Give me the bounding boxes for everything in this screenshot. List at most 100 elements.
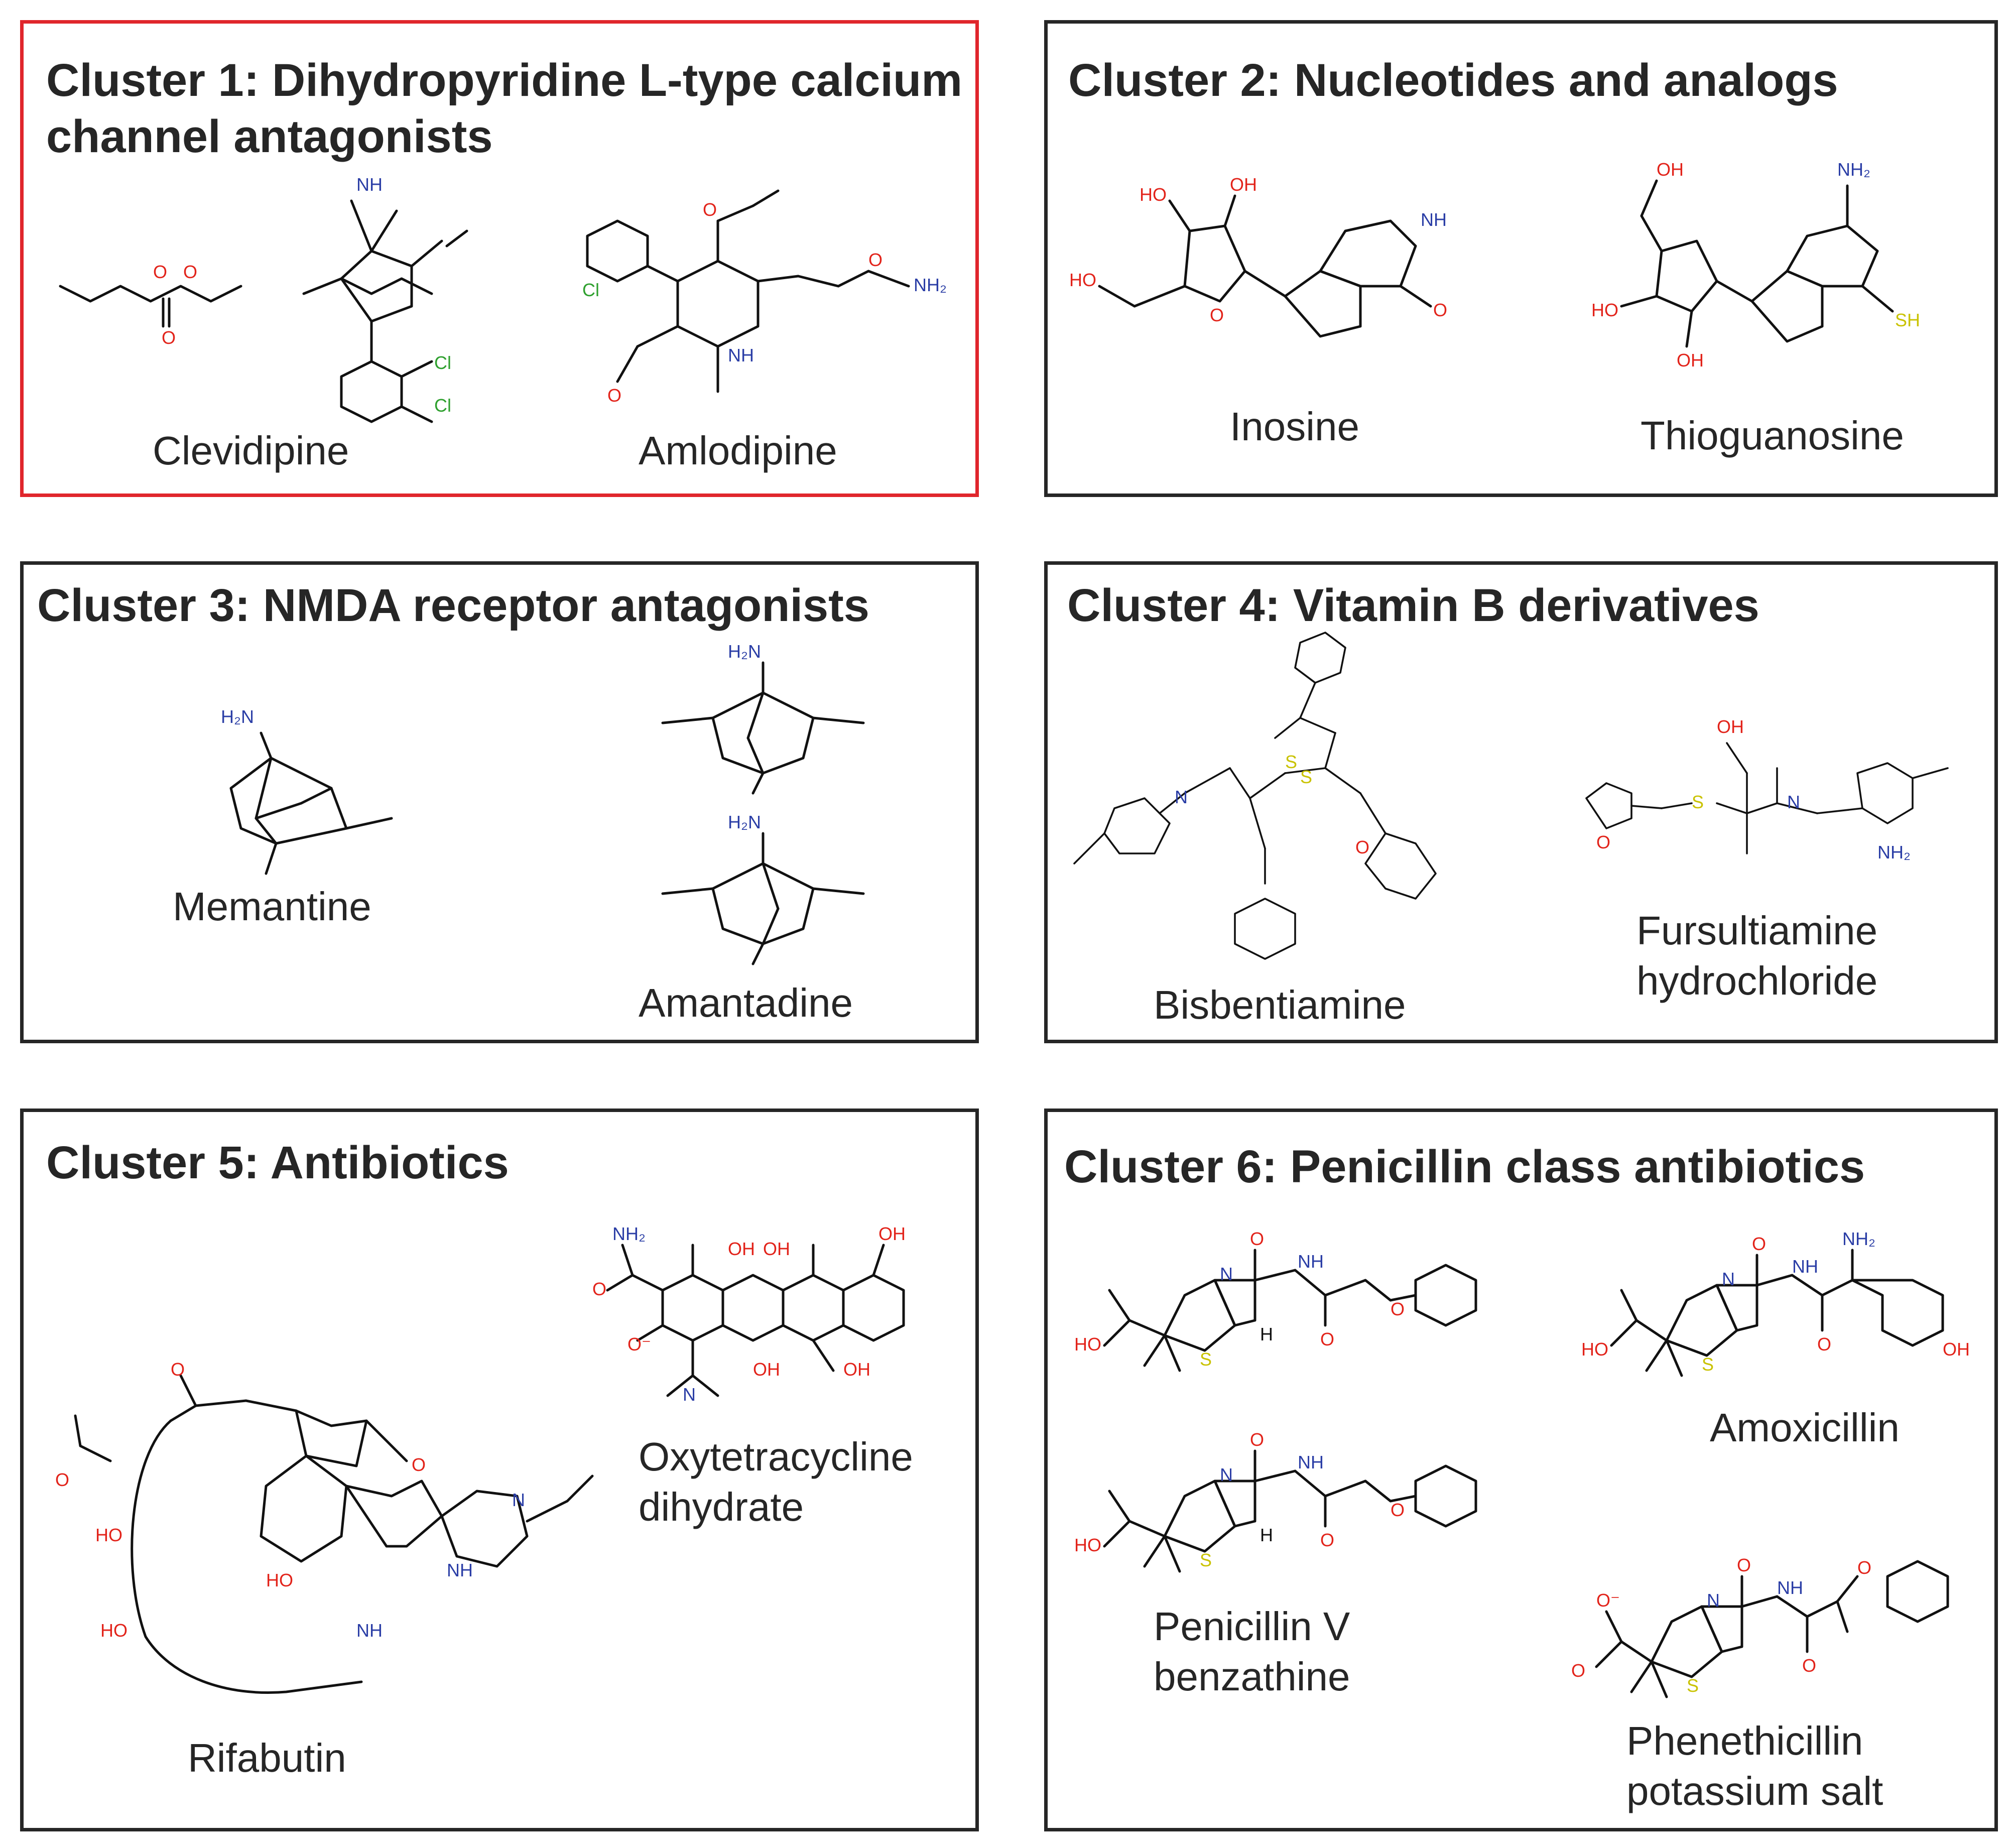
o-atom-label: O bbox=[171, 1359, 185, 1380]
cl-atom-label: Cl bbox=[434, 352, 451, 373]
nh2-atom-label: NH₂ bbox=[1842, 1228, 1875, 1249]
cluster-2-panel bbox=[1044, 20, 1998, 497]
oh-atom-label: OH bbox=[753, 1359, 780, 1380]
compound-name-inosine: Inosine bbox=[1230, 404, 1359, 449]
compound-name-fursultiamine: Fursultiamine hydrochloride bbox=[1636, 908, 1878, 1003]
nh2-atom-label: NH₂ bbox=[914, 275, 947, 295]
nh-atom-label: NH bbox=[356, 174, 383, 195]
compound-name-penicillin-v: Penicillin V benzathine bbox=[1154, 1604, 1350, 1699]
o-atom-label: O bbox=[1737, 1555, 1751, 1575]
n-atom-label: N bbox=[1722, 1269, 1735, 1289]
compound-name-amoxicillin: Amoxicillin bbox=[1710, 1405, 1900, 1450]
oxytetracycline-structure: NH₂ O O⁻ OH OH OH OH OH N bbox=[592, 1223, 906, 1405]
s-atom-label: S bbox=[1300, 767, 1312, 787]
nh-atom-label: NH bbox=[1777, 1577, 1803, 1598]
o-atom-label: O bbox=[1802, 1655, 1816, 1676]
cluster-2-title: Cluster 2: Nucleotides and analogs bbox=[1068, 55, 1838, 106]
inosine-structure: HO OH HO O NH O bbox=[1069, 174, 1447, 338]
cluster-1-title: Cluster 1: Dihydropyridine L-type calciu… bbox=[46, 55, 963, 162]
oh-atom-label: OH bbox=[1717, 716, 1744, 737]
cluster-5-title: Cluster 5: Antibiotics bbox=[46, 1137, 509, 1188]
cluster-1-panel bbox=[20, 20, 979, 497]
compound-name-thioguanosine: Thioguanosine bbox=[1641, 413, 1904, 458]
o-atom-label: O bbox=[1817, 1334, 1831, 1355]
penicillin-v-structure-1: N S O NH O O HO H bbox=[1074, 1228, 1477, 1372]
compound-name-bisbentiamine: Bisbentiamine bbox=[1154, 982, 1406, 1027]
o-atom-label: O bbox=[1355, 837, 1369, 857]
o-atom-label: O bbox=[55, 1469, 69, 1490]
o-atom-label: O bbox=[1857, 1557, 1871, 1578]
n-atom-label: N bbox=[1707, 1590, 1720, 1611]
memantine-structure: H₂N bbox=[221, 706, 393, 875]
s-atom-label: S bbox=[1687, 1675, 1699, 1696]
nh2-atom-label: NH₂ bbox=[1837, 159, 1870, 180]
o-atom-label: O bbox=[1250, 1228, 1264, 1249]
n-atom-label: N bbox=[512, 1490, 525, 1510]
o-atom-label: O bbox=[1596, 832, 1610, 852]
compound-name-amantadine: Amantadine bbox=[639, 980, 853, 1025]
oh-atom-label: OH bbox=[1677, 350, 1704, 371]
o-atom-label: O bbox=[607, 385, 621, 406]
amoxicillin-structure: N S O NH NH₂ O OH HO bbox=[1581, 1228, 1970, 1377]
h2n-atom-label: H₂N bbox=[728, 812, 761, 832]
nh-atom-label: NH bbox=[1298, 1251, 1324, 1272]
ho-atom-label: HO bbox=[1140, 184, 1167, 205]
oh-atom-label: OH bbox=[878, 1223, 906, 1244]
o-atom-label: O bbox=[1752, 1234, 1766, 1254]
o-atom-label: O bbox=[1210, 305, 1224, 325]
o-atom-label: O bbox=[1391, 1299, 1405, 1319]
amantadine-structure-2: H₂N bbox=[661, 812, 865, 965]
ho-atom-label: HO bbox=[95, 1525, 122, 1545]
compound-name-memantine: Memantine bbox=[173, 884, 371, 929]
amantadine-structure-1: H₂N bbox=[661, 641, 865, 795]
o-atom-label: O bbox=[1250, 1429, 1264, 1450]
n-atom-label: N bbox=[1220, 1464, 1233, 1485]
h-atom-label: H bbox=[1260, 1324, 1273, 1344]
cl-atom-label: Cl bbox=[434, 395, 451, 416]
nh-atom-label: NH bbox=[356, 1620, 383, 1641]
o-atom-label: O bbox=[868, 250, 883, 270]
h2n-atom-label: H₂N bbox=[728, 641, 761, 662]
nh-atom-label: NH bbox=[728, 345, 754, 365]
o-atom-label: O bbox=[153, 262, 167, 282]
nh2-atom-label: NH₂ bbox=[612, 1223, 646, 1244]
o-atom-label: O bbox=[412, 1454, 426, 1475]
oh-atom-label: OH bbox=[843, 1359, 870, 1380]
clevidipine-structure: O O O NH Cl Cl bbox=[59, 174, 468, 423]
cluster-3-panel bbox=[20, 561, 979, 1043]
compound-name-amlodipine: Amlodipine bbox=[639, 428, 837, 473]
cluster-4-panel bbox=[1044, 561, 1998, 1043]
s-atom-label: S bbox=[1692, 792, 1704, 812]
cluster-4-title: Cluster 4: Vitamin B derivatives bbox=[1067, 580, 1759, 631]
phenethicillin-structure: N S O NH O O O⁻ O bbox=[1571, 1555, 1949, 1698]
s-atom-label: S bbox=[1200, 1550, 1212, 1570]
thioguanosine-structure: OH HO OH NH₂ SH bbox=[1591, 159, 1920, 371]
oh-atom-label: OH bbox=[728, 1239, 755, 1259]
cl-atom-label: Cl bbox=[582, 280, 599, 300]
oh-atom-label: OH bbox=[1943, 1339, 1970, 1360]
ho-atom-label: HO bbox=[1069, 270, 1096, 290]
nh-atom-label: NH bbox=[1298, 1452, 1324, 1472]
ho-atom-label: HO bbox=[1074, 1334, 1101, 1355]
bisbentiamine-structure: S S N O bbox=[1073, 632, 1437, 960]
nh2-atom-label: NH₂ bbox=[1877, 842, 1911, 863]
ho-atom-label: HO bbox=[1591, 300, 1618, 320]
o-atom-label: O bbox=[183, 262, 197, 282]
o-atom-label: O bbox=[1571, 1660, 1585, 1681]
compound-name-clevidipine: Clevidipine bbox=[153, 428, 349, 473]
h2n-atom-label: H₂N bbox=[221, 706, 254, 727]
compound-name-phenethicillin: Phenethicillin potassium salt bbox=[1626, 1718, 1883, 1813]
oh-atom-label: OH bbox=[1657, 159, 1684, 180]
ho-atom-label: HO bbox=[1074, 1535, 1101, 1555]
cluster-6-panel bbox=[1044, 1109, 1998, 1831]
n-atom-label: N bbox=[1220, 1264, 1233, 1284]
compound-name-oxytetracycline: Oxytetracycline dihydrate bbox=[639, 1434, 913, 1529]
s-atom-label: S bbox=[1285, 752, 1297, 772]
o-atom-label: O bbox=[592, 1279, 606, 1299]
rifabutin-structure: O O HO HO HO NH NH O N bbox=[55, 1359, 594, 1694]
s-atom-label: S bbox=[1200, 1349, 1212, 1370]
o-minus-atom-label: O⁻ bbox=[1596, 1590, 1620, 1611]
o-atom-label: O bbox=[703, 199, 717, 220]
fursultiamine-structure: OH O S N NH₂ bbox=[1585, 716, 1949, 863]
o-atom-label: O bbox=[1320, 1530, 1334, 1550]
